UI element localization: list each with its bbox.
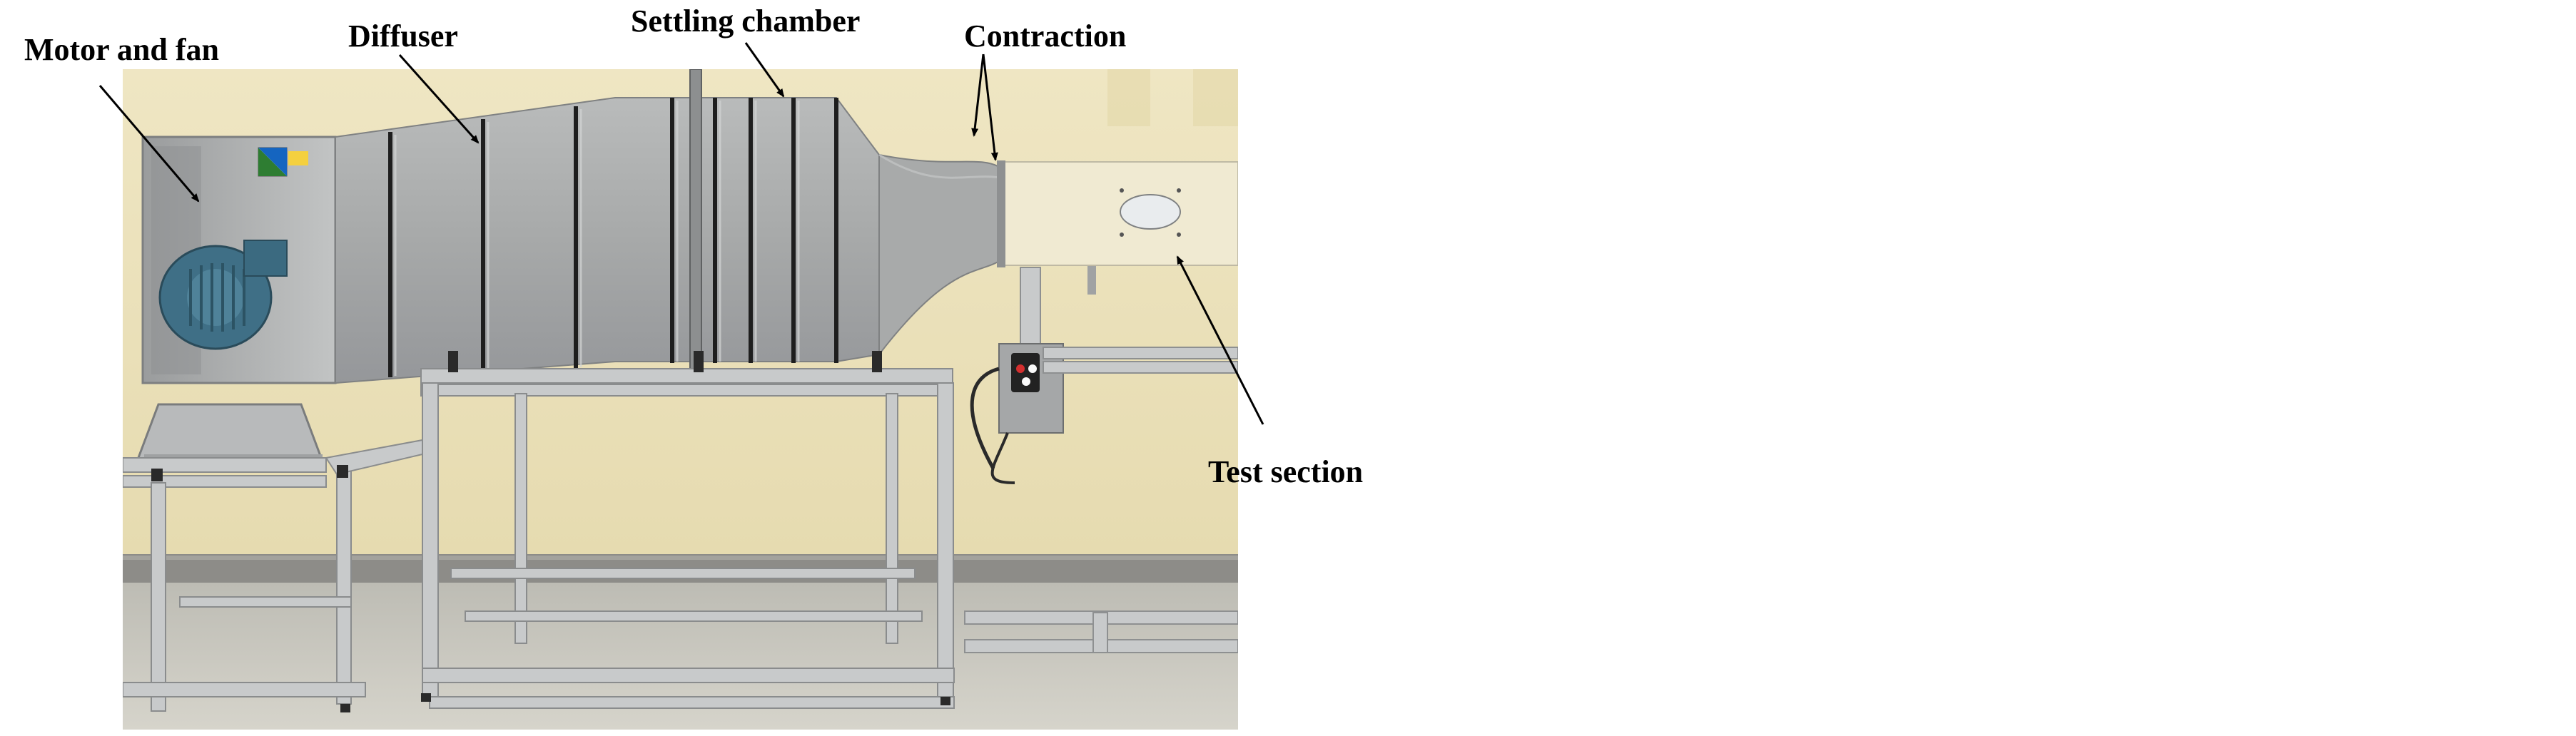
- left-table-frame: [123, 439, 423, 712]
- wind-tunnel-photo: [123, 69, 1238, 730]
- motor-and-fan-unit: [135, 136, 337, 467]
- test-section: [997, 160, 1238, 354]
- contraction-label: Contraction: [964, 19, 1127, 53]
- main-table-frame: [420, 368, 955, 709]
- diffuser-label: Diffuser: [348, 19, 458, 53]
- settling-chamber-label: Settling chamber: [631, 4, 861, 39]
- diffuser-duct: [335, 69, 880, 384]
- motor-and-fan-label: Motor and fan: [24, 32, 219, 67]
